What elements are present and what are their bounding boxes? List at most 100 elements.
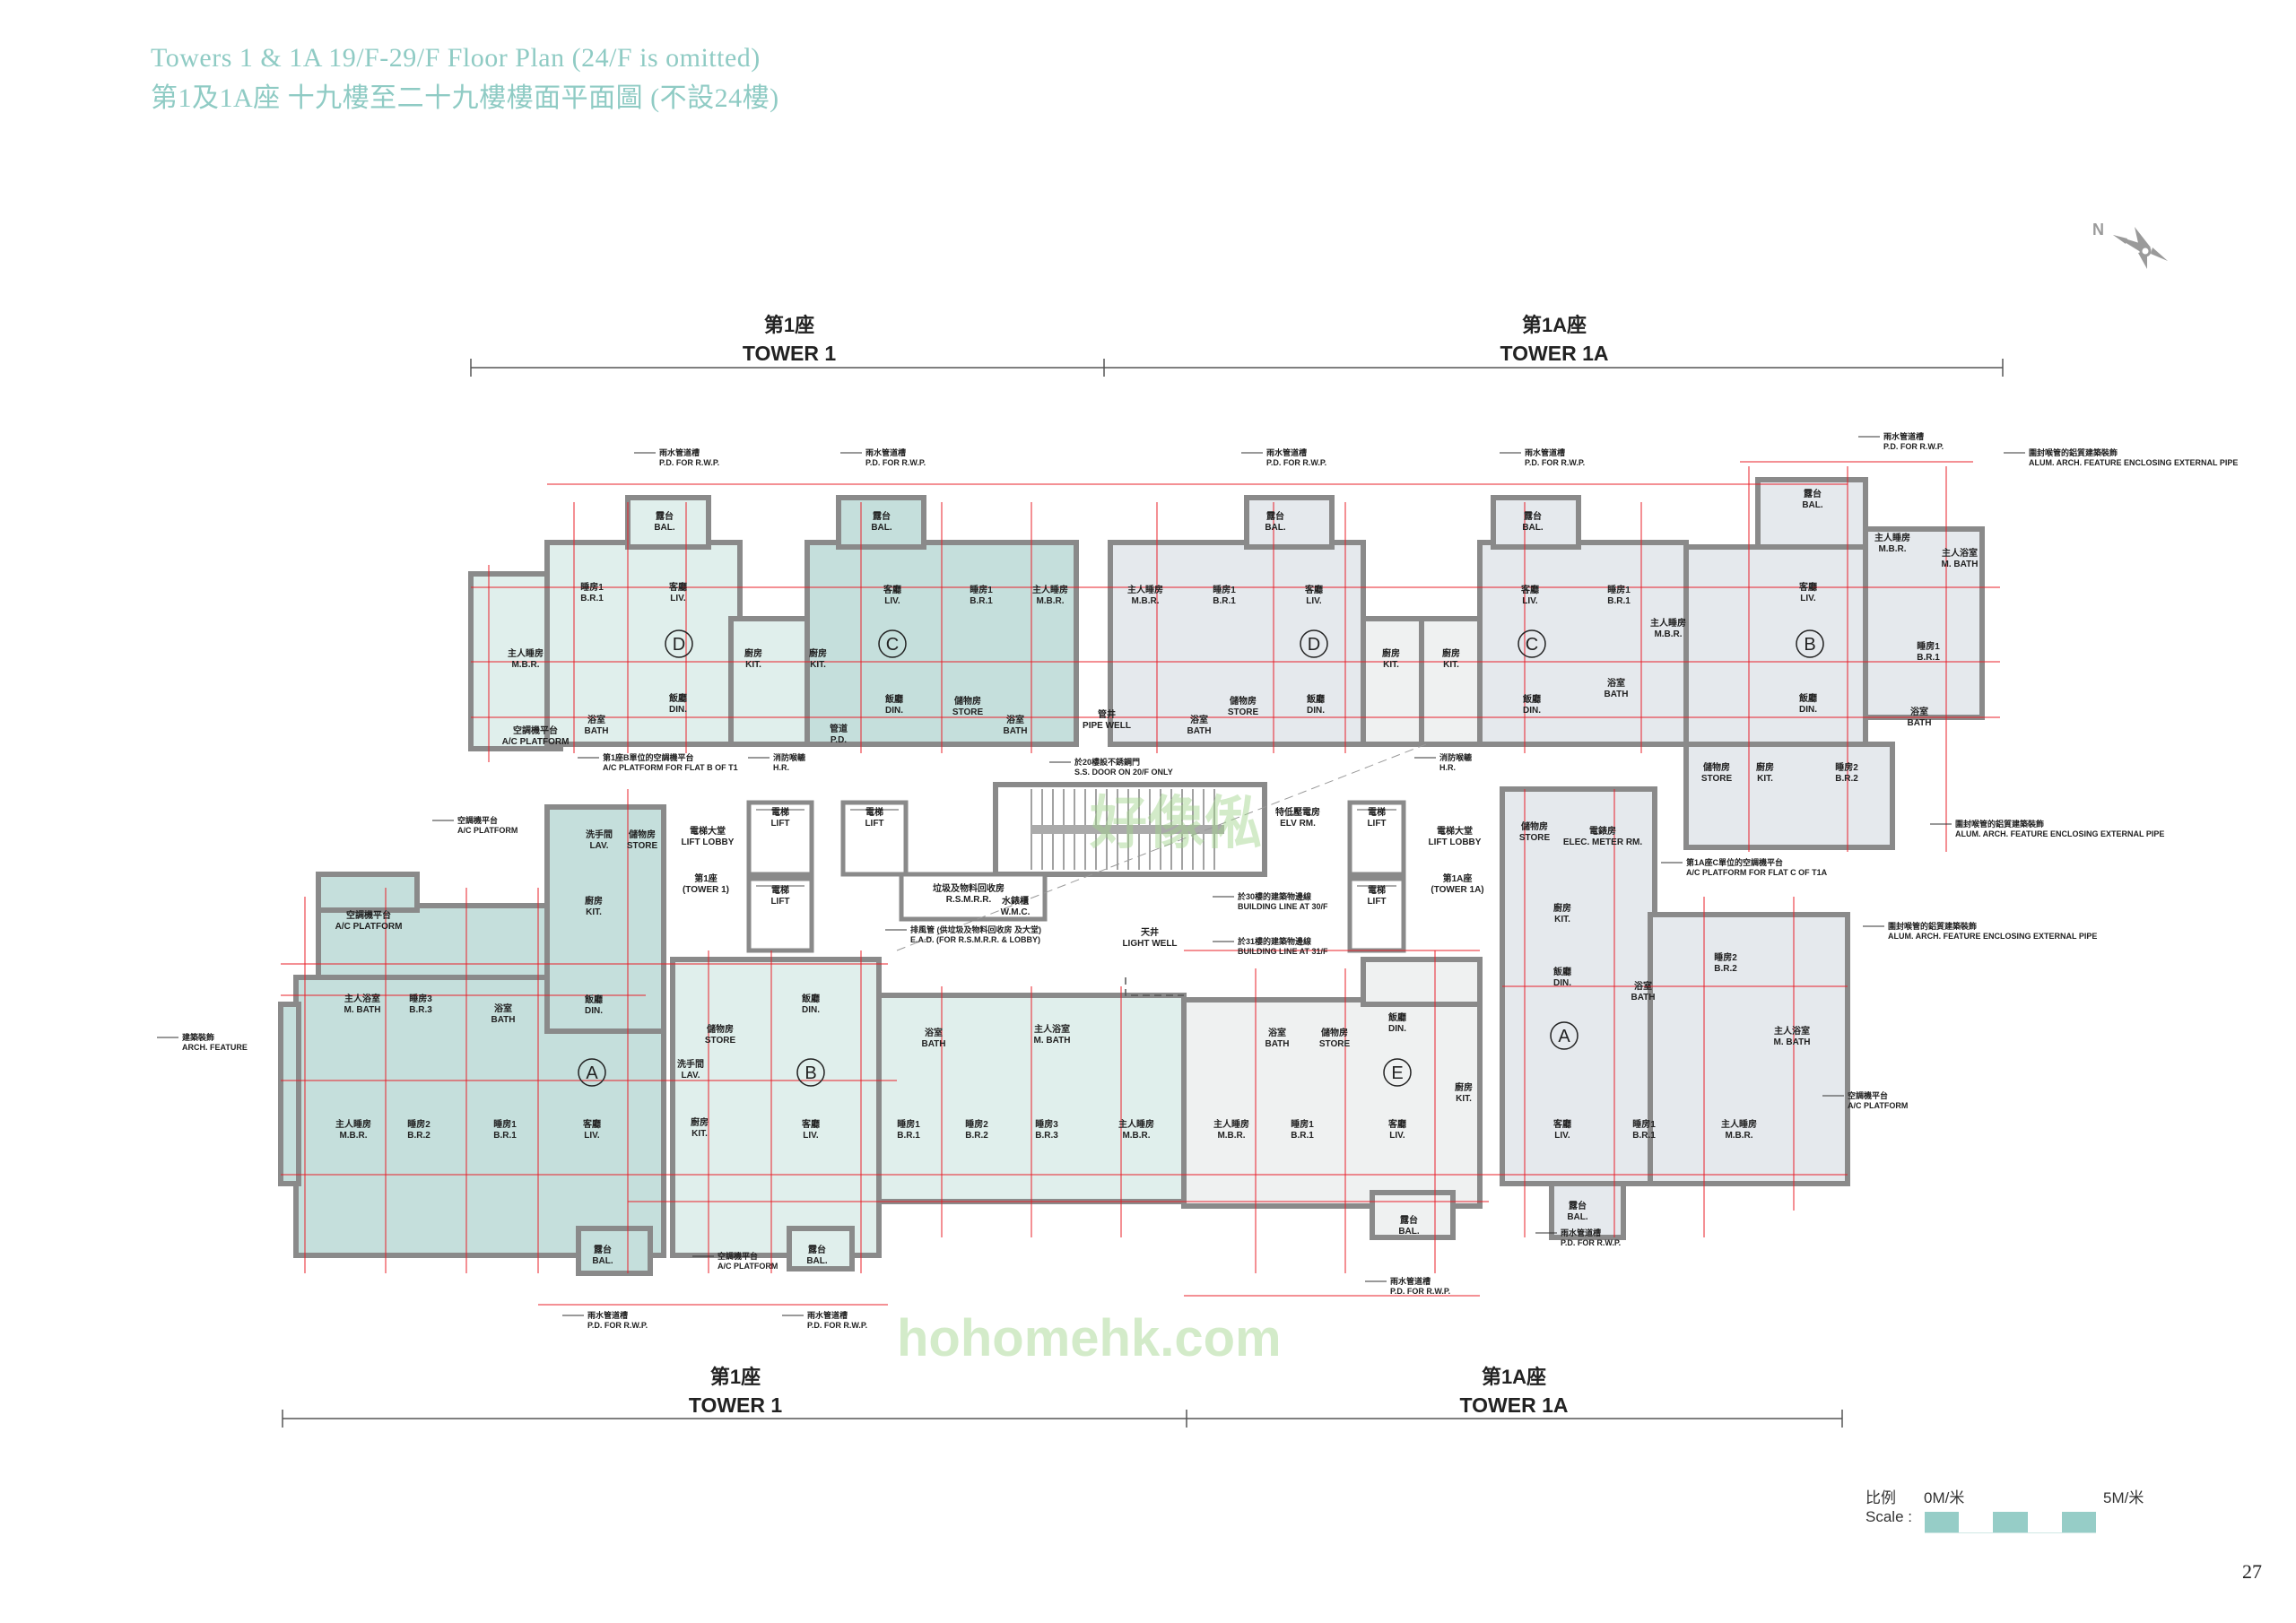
room-name-zh: 飯廳 <box>668 692 687 704</box>
annotation-en: P.D. FOR R.W.P. <box>1561 1238 1621 1247</box>
room-name-en: M.B.R. <box>1036 596 1064 606</box>
annotation-en: BUILDING LINE AT 31/F <box>1238 947 1328 956</box>
flat-t1a-b <box>1683 742 1895 850</box>
room-name-en: LIV. <box>670 594 686 603</box>
room-name-en: BAL. <box>1802 500 1823 510</box>
room-name-zh: 飯廳 <box>584 994 603 1005</box>
room-name-zh: 廚房 <box>744 647 762 659</box>
room-name-zh: 睡房3 <box>1035 1118 1058 1130</box>
room-name-en: B.R.2 <box>407 1131 430 1141</box>
room-name-zh: 管道 <box>830 723 848 734</box>
annotation-zh: 雨水管道槽 <box>1561 1228 1601 1237</box>
room-name-en: LAV. <box>589 841 608 851</box>
room-name-zh: 主人睡房 <box>1721 1118 1757 1130</box>
scale-end: 5M/米 <box>2103 1489 2144 1506</box>
annotation-zh: 於20樓設不銹鋼門 <box>1074 757 1140 767</box>
balcony <box>625 495 711 550</box>
room-name-en: P.D. <box>831 735 847 745</box>
room-name-zh: 睡房1 <box>1213 584 1236 595</box>
flat-letter: D <box>673 635 685 655</box>
tower-1-en: TOWER 1 <box>743 342 837 365</box>
room-name-en: M.B.R. <box>339 1131 367 1141</box>
room-name-zh: 飯廳 <box>884 693 903 705</box>
lift-shaft <box>1347 800 1406 877</box>
room-name-zh: 露台 <box>1400 1214 1418 1226</box>
watermark: 好像俬 hohomehk.com <box>897 791 1282 1367</box>
room-name-en: B.R.3 <box>409 1005 432 1015</box>
annotation-zh: 第1座B單位的空調機平台 <box>603 752 694 762</box>
room-name-en: LIFT LOBBY <box>1429 838 1482 847</box>
compass-label: N <box>2092 221 2104 239</box>
scale-label-zh: 比例 <box>1866 1489 1896 1506</box>
room-name-zh: 客廳 <box>1520 584 1539 595</box>
room-name-en: LIFT LOBBY <box>682 838 735 847</box>
room-name-zh: 飯廳 <box>1387 1011 1406 1023</box>
annotation-en: H.R. <box>1439 763 1456 772</box>
room-name-zh: 電梯 <box>1368 884 1386 896</box>
flat-t1a-c <box>1477 540 1689 747</box>
annotation-en: A/C PLATFORM <box>718 1262 778 1271</box>
room-name-zh: 儲物房 <box>628 829 656 840</box>
room-name-en: BAL. <box>1567 1212 1588 1222</box>
room-name-en: BAL. <box>1398 1227 1420 1237</box>
tower-1-zh: 第1座 <box>764 314 814 336</box>
room-name-en: B.R.1 <box>1291 1131 1314 1141</box>
room-name-en: LIFT <box>770 897 789 907</box>
room-name-en: LIV. <box>803 1131 819 1141</box>
room-label: 第1座(TOWER 1) <box>683 872 729 895</box>
lift-shaft <box>746 876 814 953</box>
room-name-en: M.B.R. <box>1131 596 1159 606</box>
scale-bar <box>1925 1512 2097 1533</box>
room-name-zh: 睡房1 <box>1291 1118 1314 1130</box>
tower-header-bottom: 第1座 TOWER 1 第1A座 TOWER 1A <box>282 1366 1843 1428</box>
room-name-en: BATH <box>584 726 608 736</box>
room-name-zh: 廚房 <box>809 647 827 659</box>
room-name-zh: 露台 <box>1569 1200 1587 1211</box>
room-name-zh: 露台 <box>873 510 891 522</box>
room-name-en: BATH <box>1604 690 1628 699</box>
room-name-zh: 浴室 <box>494 1002 512 1014</box>
room-name-zh: 垃圾及物料回收房 <box>933 882 1004 894</box>
room-name-en: LIV. <box>884 596 900 606</box>
lift-shaft <box>840 800 909 877</box>
balcony <box>1491 495 1581 550</box>
balcony <box>787 1226 855 1271</box>
room-name-en: DIN. <box>585 1006 603 1016</box>
annotation-en: P.D. FOR R.W.P. <box>865 458 926 467</box>
room-name-zh: 睡房1 <box>580 581 604 593</box>
annotation-zh: 圍封喉管的鋁質建築裝飾 <box>1955 819 2044 829</box>
room-name-zh: 主人睡房 <box>1213 1118 1249 1130</box>
flat-t1a-b <box>1863 526 1985 720</box>
room-name-zh: 客廳 <box>883 584 901 595</box>
annotation-zh: 於30樓的建築物邊線 <box>1237 891 1311 901</box>
